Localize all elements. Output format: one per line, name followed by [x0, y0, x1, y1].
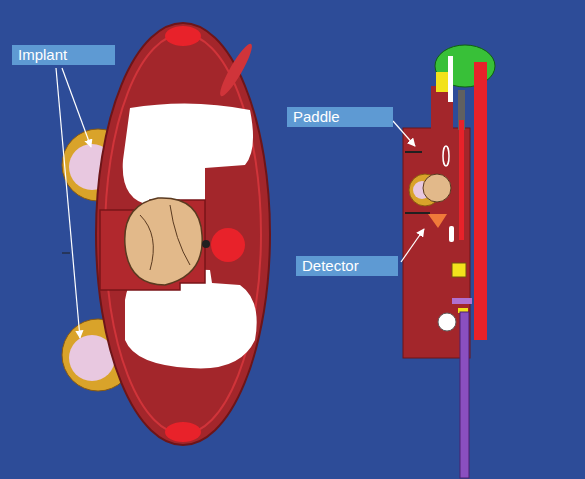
heart-side [423, 174, 451, 202]
detector [428, 214, 447, 228]
heart-detail [140, 205, 190, 270]
callout-label: Detector [296, 256, 398, 276]
vessel [459, 120, 464, 240]
organ [452, 263, 466, 277]
frontal-view [62, 23, 270, 445]
spine-top [165, 26, 201, 46]
label-text: Detector [302, 256, 398, 275]
aorta [211, 228, 245, 262]
paddle-plate [405, 151, 422, 153]
heart [125, 198, 202, 285]
torso-wall [105, 34, 261, 434]
label-text: Implant [18, 45, 115, 64]
label-text: Paddle [293, 107, 393, 126]
esophagus [202, 240, 210, 248]
side-view [403, 45, 495, 478]
spine-bottom [165, 422, 201, 442]
spine-side [474, 62, 487, 340]
leader-lines [56, 68, 424, 338]
head-part [436, 72, 450, 92]
detector-plate [405, 212, 430, 214]
callout-label: Paddle [287, 107, 393, 127]
bone [438, 313, 456, 331]
leg [460, 312, 469, 478]
callout-label: Implant [12, 45, 115, 65]
head-part [448, 56, 453, 102]
organ [452, 298, 472, 304]
torso [96, 23, 270, 445]
rib [216, 41, 256, 99]
lung [123, 103, 253, 212]
